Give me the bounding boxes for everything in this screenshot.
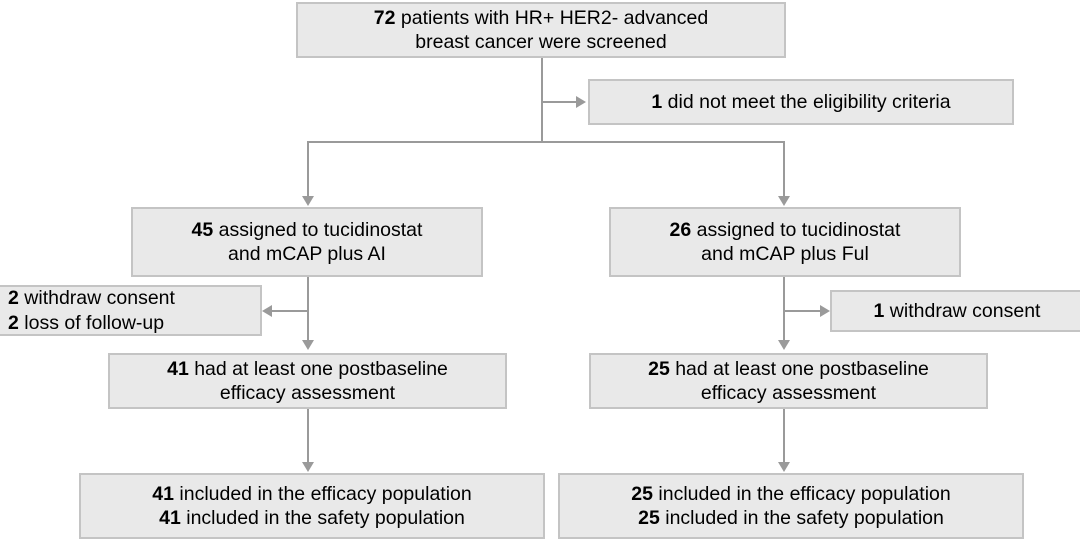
node-dropout-ai-count2: 2 <box>8 311 19 334</box>
node-arm-ful-count: 26 <box>669 218 692 241</box>
node-screened-text: patients with HR+ HER2- advanced <box>395 6 709 29</box>
connector-to-excluded <box>541 101 579 103</box>
node-excluded-count: 1 <box>651 90 663 113</box>
connector-postbaseline-ai-down <box>307 409 309 465</box>
node-screened-count: 72 <box>373 6 396 29</box>
node-postbaseline-ai-count: 41 <box>167 357 189 380</box>
node-screened-line1: 72 patients with HR+ HER2- advanced <box>374 6 708 30</box>
node-dropout-ful-count: 1 <box>873 299 885 322</box>
arrow-to-population-ai-icon <box>302 462 314 472</box>
node-dropout-ful-line1: 1 withdraw consent <box>874 299 1041 323</box>
node-dropout-ai-count1: 2 <box>8 287 19 310</box>
node-dropout-ai: 2 withdraw consent 2 loss of follow-up <box>0 285 262 336</box>
connector-to-dropout-ai <box>270 310 308 312</box>
connector-split-bar <box>307 141 785 143</box>
node-dropout-ai-text1: withdraw consent <box>18 287 175 310</box>
node-postbaseline-ful-text: had at least one postbaseline <box>669 357 929 380</box>
connector-postbaseline-ful-down <box>783 409 785 465</box>
node-population-ai-count2: 41 <box>159 507 181 529</box>
node-population-ful-count2: 25 <box>638 507 660 529</box>
node-arm-ful-line1: 26 assigned to tucidinostat <box>670 218 901 242</box>
node-arm-ful-text: assigned to tucidinostat <box>691 218 901 241</box>
arrow-to-excluded-icon <box>576 96 586 108</box>
node-excluded: 1 did not meet the eligibility criteria <box>588 79 1014 125</box>
node-postbaseline-ai-line2: efficacy assessment <box>219 382 396 404</box>
node-population-ai-line2: 41 included in the safety population <box>159 506 465 530</box>
node-postbaseline-ful-count: 25 <box>648 357 670 380</box>
node-arm-ai: 45 assigned to tucidinostat and mCAP plu… <box>131 207 483 277</box>
node-arm-ful-line2: and mCAP plus Ful <box>701 243 869 265</box>
node-population-ai-text1: included in the efficacy population <box>173 482 472 505</box>
node-screened-line2: breast cancer were screened <box>415 31 667 53</box>
node-population-ai-count1: 41 <box>152 482 174 505</box>
arrow-to-arm-ai-icon <box>302 196 314 206</box>
node-arm-ai-line2: and mCAP plus AI <box>228 243 386 265</box>
node-excluded-text: did not meet the eligibility criteria <box>662 90 951 113</box>
node-population-ful-text1: included in the efficacy population <box>652 482 951 505</box>
connector-screened-down <box>541 58 543 142</box>
node-postbaseline-ful-line1: 25 had at least one postbaseline <box>648 357 929 381</box>
node-postbaseline-ai-line1: 41 had at least one postbaseline <box>167 357 448 381</box>
connector-split-right <box>783 141 785 199</box>
node-population-ful-text2: included in the safety population <box>659 507 944 529</box>
node-dropout-ful: 1 withdraw consent <box>830 290 1080 332</box>
connector-split-left <box>307 141 309 199</box>
node-population-ai-line1: 41 included in the efficacy population <box>152 482 471 506</box>
node-arm-ai-line1: 45 assigned to tucidinostat <box>192 218 423 242</box>
node-dropout-ful-text: withdraw consent <box>884 299 1041 322</box>
node-excluded-line1: 1 did not meet the eligibility criteria <box>651 90 950 114</box>
node-population-ful-line2: 25 included in the safety population <box>638 506 944 530</box>
node-dropout-ai-line2: 2 loss of follow-up <box>8 311 164 335</box>
node-postbaseline-ai: 41 had at least one postbaseline efficac… <box>108 353 507 409</box>
node-postbaseline-ful-line2: efficacy assessment <box>700 382 877 404</box>
node-arm-ful: 26 assigned to tucidinostat and mCAP plu… <box>609 207 961 277</box>
node-postbaseline-ful: 25 had at least one postbaseline efficac… <box>589 353 988 409</box>
arrow-to-postbaseline-ai-icon <box>302 340 314 350</box>
connector-armful-down <box>783 277 785 343</box>
node-population-ful: 25 included in the efficacy population 2… <box>558 473 1024 539</box>
node-postbaseline-ai-text: had at least one postbaseline <box>188 357 448 380</box>
node-dropout-ai-text2: loss of follow-up <box>18 311 165 334</box>
arrow-to-population-ful-icon <box>778 462 790 472</box>
arrow-to-dropout-ful-icon <box>820 305 830 317</box>
node-population-ai: 41 included in the efficacy population 4… <box>79 473 545 539</box>
connector-to-dropout-ful <box>785 310 823 312</box>
arrow-to-postbaseline-ful-icon <box>778 340 790 350</box>
node-population-ai-text2: included in the safety population <box>180 507 465 529</box>
node-population-ful-count1: 25 <box>631 482 653 505</box>
node-arm-ai-text: assigned to tucidinostat <box>213 218 423 241</box>
node-dropout-ai-line1: 2 withdraw consent <box>8 286 175 310</box>
arrow-to-arm-ful-icon <box>778 196 790 206</box>
connector-armai-down <box>307 277 309 343</box>
node-arm-ai-count: 45 <box>191 218 214 241</box>
node-screened: 72 patients with HR+ HER2- advanced brea… <box>296 2 786 58</box>
node-population-ful-line1: 25 included in the efficacy population <box>631 482 950 506</box>
arrow-to-dropout-ai-icon <box>262 305 272 317</box>
